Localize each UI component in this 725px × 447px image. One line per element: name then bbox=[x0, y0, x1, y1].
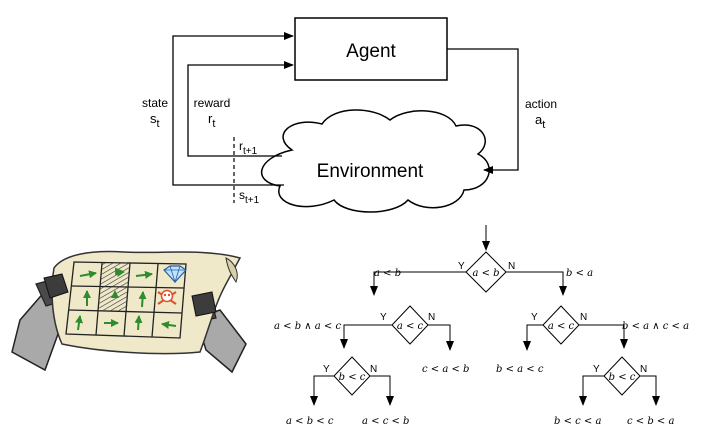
right-right-node-left-leaf: b < c < a bbox=[554, 416, 601, 427]
left-node-test: a < c bbox=[397, 321, 424, 332]
right-right-node-right-leaf: c < b < a bbox=[627, 416, 674, 427]
right-node-yes: Y bbox=[531, 312, 538, 323]
left-node-right-leaf: c < a < b bbox=[422, 364, 469, 375]
root-test: a < b bbox=[472, 268, 499, 279]
right-node-left-leaf: b < a < c bbox=[496, 364, 544, 375]
decision-tree-diagram bbox=[310, 225, 660, 406]
root-decision-node bbox=[465, 251, 507, 293]
right-right-node-yes: Y bbox=[593, 364, 600, 375]
reward-arrow bbox=[187, 61, 294, 157]
robot-right-thumb-icon bbox=[191, 291, 217, 317]
left-left-node-no: N bbox=[370, 364, 377, 375]
left-left-decision-node bbox=[333, 356, 371, 396]
action-label: action bbox=[525, 97, 557, 111]
left-left-node-right-leaf: a < c < b bbox=[362, 416, 409, 427]
right-decision-node bbox=[542, 305, 580, 345]
reward-label: reward bbox=[194, 96, 231, 110]
action-symbol: at bbox=[535, 112, 545, 131]
right-node-right-edge: b < a ∧ c < a bbox=[622, 321, 689, 332]
state-arrow bbox=[172, 32, 294, 186]
right-right-node-test: b < c bbox=[609, 372, 636, 383]
left-left-node-test: b < c bbox=[339, 372, 366, 383]
root-right-edge: b < a bbox=[566, 268, 593, 279]
decision-tree-labels: a < b Y N a < b b < a a < c Y N a < b ∧ … bbox=[274, 261, 689, 427]
right-right-decision-node bbox=[603, 356, 641, 396]
map-paper bbox=[51, 250, 242, 355]
rl-loop-diagram: Agent Environment state st reward rt act… bbox=[142, 17, 557, 213]
right-node-test: a < c bbox=[548, 321, 575, 332]
next-state-symbol: st+1 bbox=[239, 188, 260, 206]
action-arrow bbox=[447, 48, 519, 174]
diamond-icon bbox=[163, 265, 187, 284]
left-left-node-yes: Y bbox=[323, 364, 330, 375]
environment-label: Environment bbox=[317, 161, 424, 182]
robot-left-thumb-icon bbox=[43, 273, 69, 299]
root-yes: Y bbox=[458, 261, 465, 272]
reward-symbol: rt bbox=[208, 111, 215, 130]
robot-reading-map-illustration bbox=[11, 250, 247, 374]
agent-box bbox=[294, 17, 448, 81]
right-node-no: N bbox=[580, 312, 587, 323]
next-reward-symbol: rt+1 bbox=[239, 139, 258, 157]
policy-arrows bbox=[75, 267, 177, 331]
left-node-no: N bbox=[428, 312, 435, 323]
state-symbol: st bbox=[150, 111, 160, 130]
left-decision-node bbox=[391, 305, 429, 345]
left-node-left-edge: a < b ∧ a < c bbox=[274, 321, 341, 332]
skull-crossbones-icon bbox=[157, 289, 177, 305]
root-left-edge: a < b bbox=[374, 268, 401, 279]
agent-label: Agent bbox=[346, 41, 396, 62]
state-label: state bbox=[142, 96, 168, 110]
environment-cloud bbox=[261, 109, 490, 213]
left-node-yes: Y bbox=[380, 312, 387, 323]
root-no: N bbox=[508, 261, 515, 272]
left-left-node-left-leaf: a < b < c bbox=[286, 416, 334, 427]
right-right-node-no: N bbox=[640, 364, 647, 375]
